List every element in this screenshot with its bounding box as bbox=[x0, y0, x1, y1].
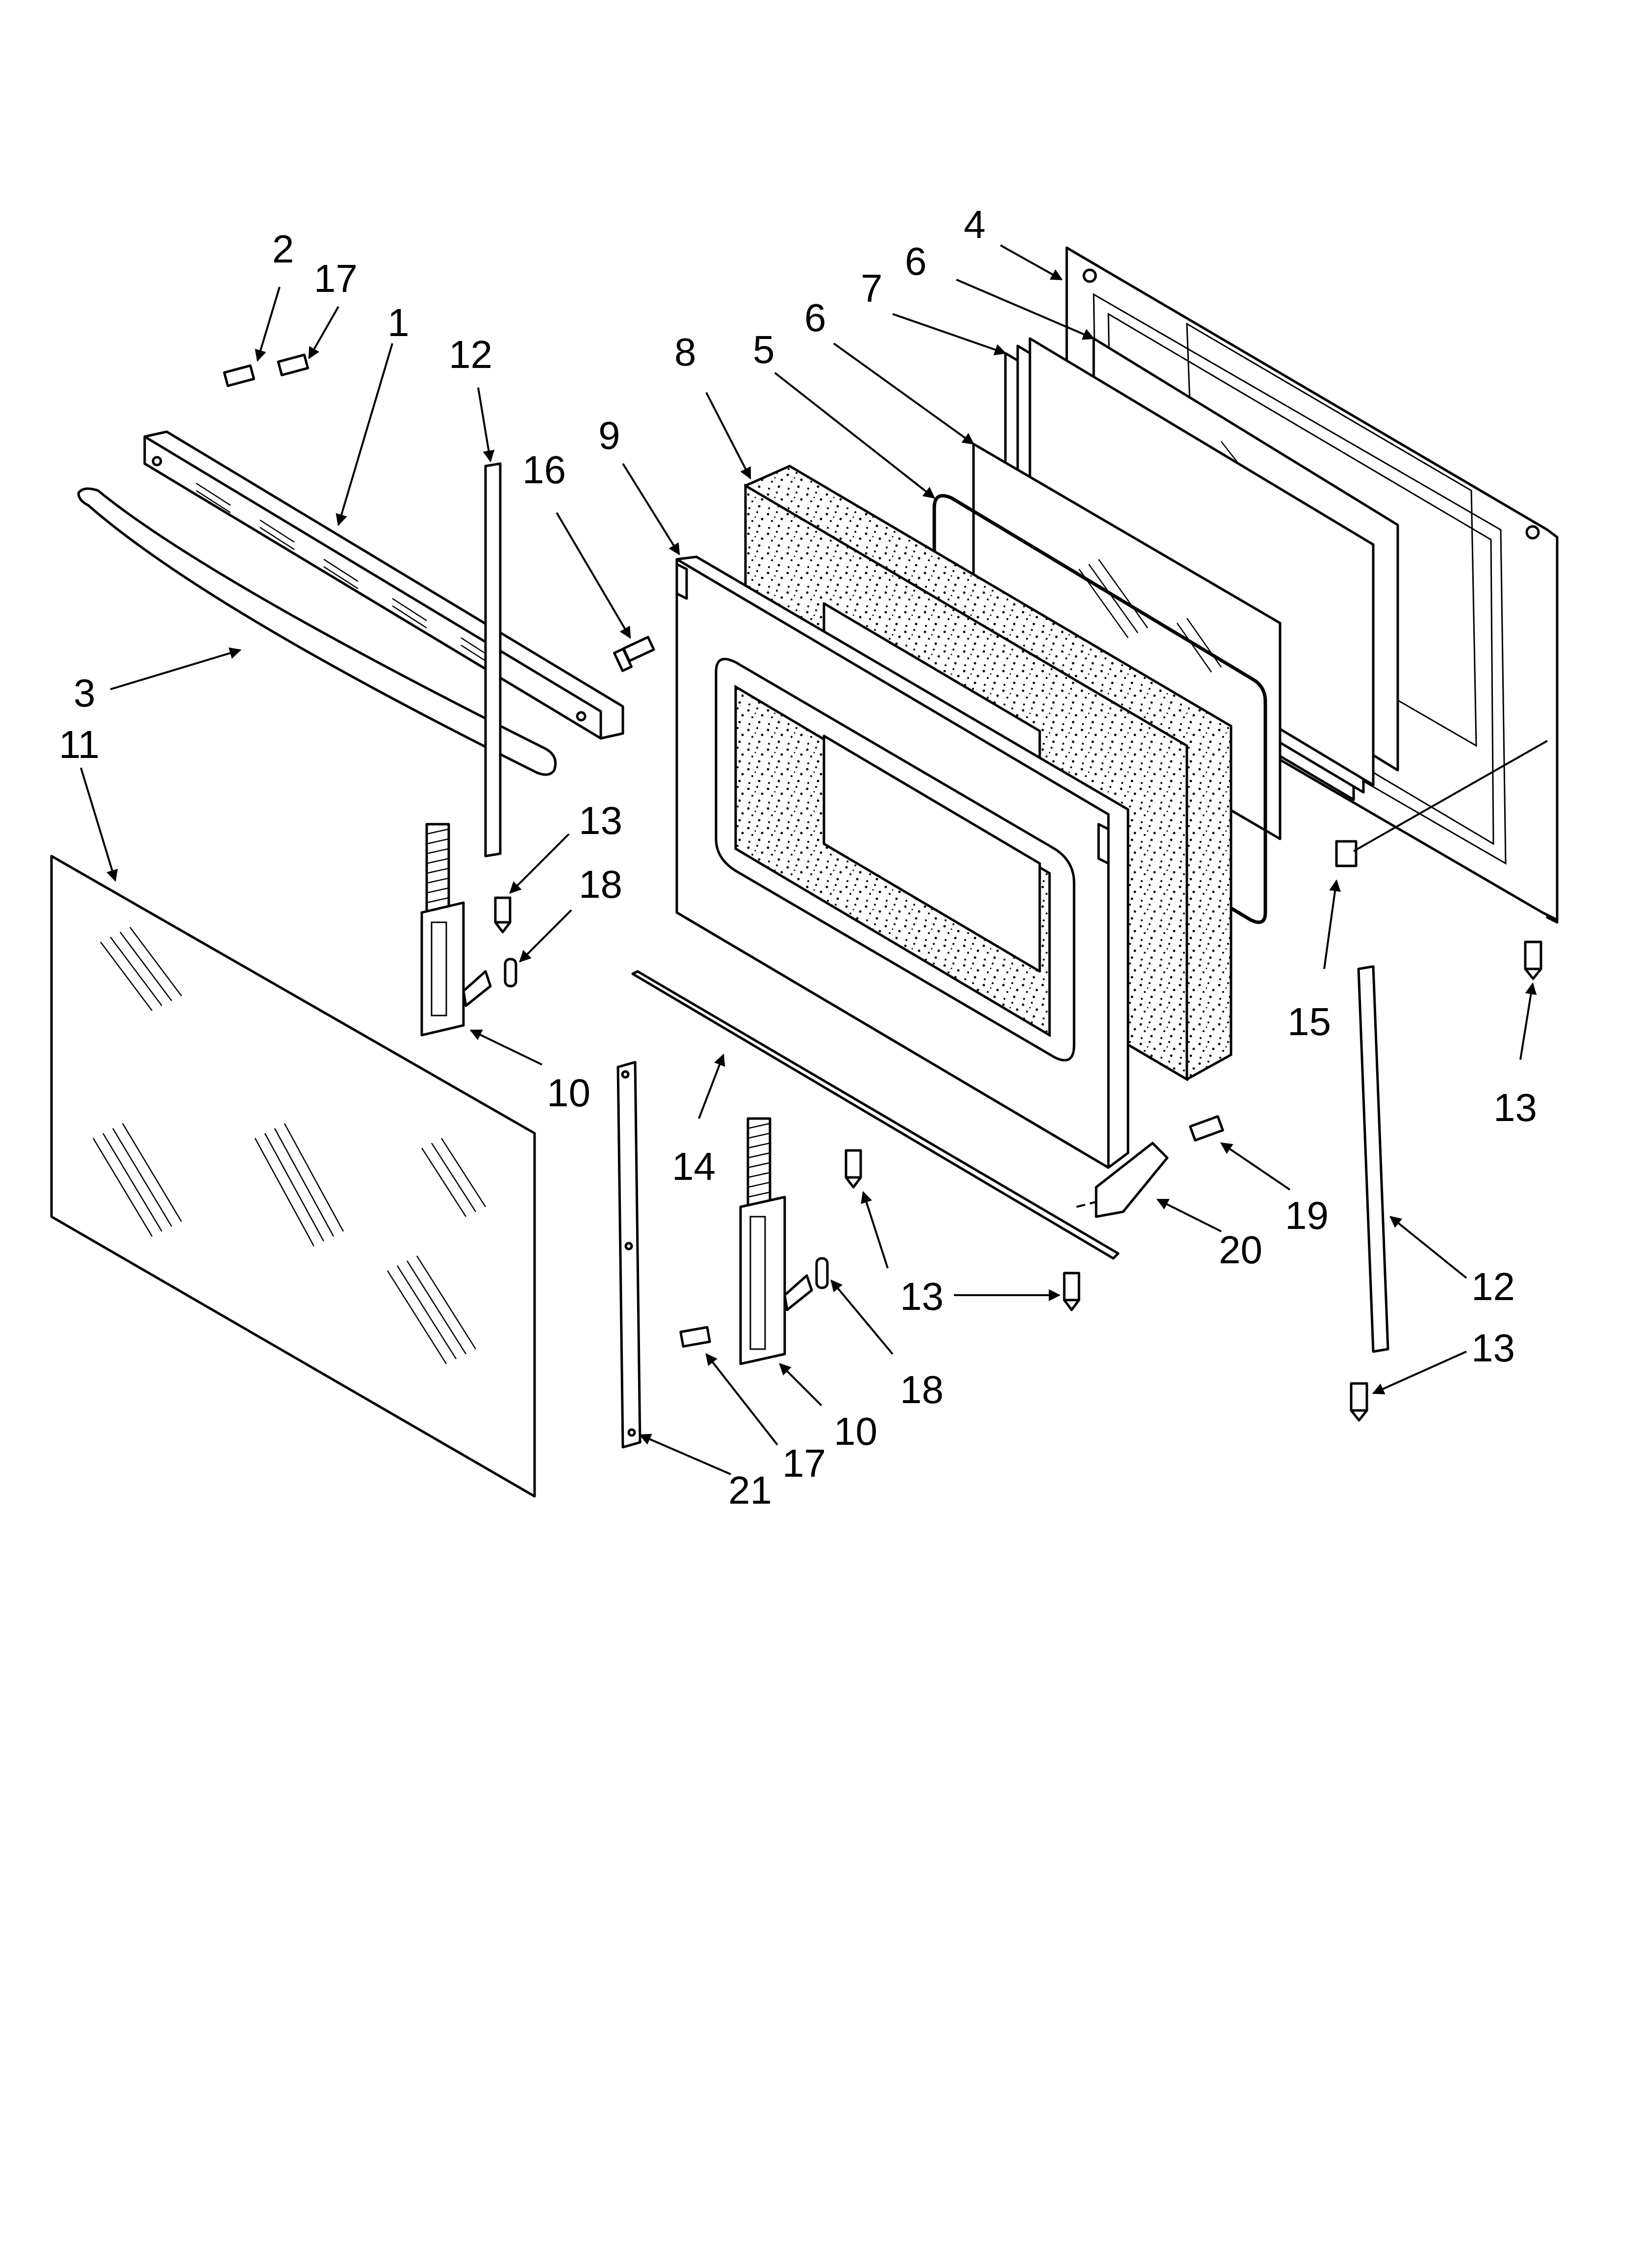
outer-door-glass bbox=[50, 855, 536, 1498]
callout-5: 5 bbox=[753, 328, 775, 371]
leader-10b bbox=[779, 1363, 822, 1407]
callout-15: 15 bbox=[1287, 1000, 1331, 1043]
callout-13: 13 bbox=[1493, 1086, 1537, 1129]
door-bottom-rod bbox=[631, 970, 1120, 1260]
callout-19: 19 bbox=[1285, 1194, 1329, 1237]
door-channel-right bbox=[1357, 965, 1389, 1353]
leader-8 bbox=[705, 392, 751, 480]
callout-21: 21 bbox=[728, 1468, 772, 1512]
door-bracket bbox=[616, 1061, 641, 1449]
leader-12b bbox=[1389, 1216, 1467, 1279]
leader-17b bbox=[705, 1353, 778, 1446]
callout-17: 17 bbox=[314, 257, 358, 300]
leader-14 bbox=[698, 1053, 725, 1119]
screw-17-bottom bbox=[679, 1326, 711, 1348]
leader-3 bbox=[110, 647, 242, 690]
hinge-left bbox=[420, 823, 492, 1037]
screw-16 bbox=[613, 636, 655, 672]
callout-4: 4 bbox=[964, 203, 986, 246]
leader-13b bbox=[1519, 982, 1537, 1060]
screw-13-right-bottom bbox=[1350, 1382, 1368, 1422]
callout-10: 10 bbox=[547, 1071, 590, 1115]
inner-door-liner bbox=[675, 555, 1129, 1169]
leader-18a bbox=[519, 909, 572, 963]
callouts: 2 17 1 12 16 9 8 5 6 7 6 4 3 11 13 18 10… bbox=[59, 203, 1537, 1512]
callout-2: 2 bbox=[272, 227, 294, 271]
leader-21 bbox=[639, 1434, 731, 1475]
leader-6a bbox=[833, 342, 975, 445]
leader-9 bbox=[622, 463, 680, 556]
callout-14: 14 bbox=[672, 1145, 716, 1188]
screw-2 bbox=[223, 364, 256, 388]
shim-18-right bbox=[815, 1257, 829, 1289]
callout-13: 13 bbox=[579, 799, 622, 842]
leader-13c-a bbox=[861, 1191, 889, 1269]
callout-3: 3 bbox=[74, 671, 96, 715]
callout-11: 11 bbox=[59, 723, 100, 766]
callout-16: 16 bbox=[522, 448, 566, 492]
leader-13a bbox=[509, 833, 570, 894]
leader-10a bbox=[469, 1029, 542, 1066]
door-handle bbox=[77, 487, 557, 776]
callout-13: 13 bbox=[1471, 1326, 1515, 1370]
leader-2 bbox=[255, 287, 281, 362]
leader-1 bbox=[335, 343, 393, 526]
leader-6b bbox=[956, 279, 1095, 340]
callout-12: 12 bbox=[449, 333, 492, 376]
screw-13-right-top bbox=[1524, 940, 1542, 980]
callout-6: 6 bbox=[905, 239, 927, 283]
leader-18b bbox=[830, 1279, 894, 1355]
leader-12a bbox=[477, 387, 495, 463]
leader-4 bbox=[1000, 244, 1063, 281]
callout-18: 18 bbox=[579, 862, 622, 906]
screw-19 bbox=[1189, 1115, 1224, 1142]
screw-13-center-a bbox=[845, 1149, 862, 1189]
callout-6: 6 bbox=[804, 296, 826, 339]
leader-20 bbox=[1156, 1199, 1222, 1232]
callout-9: 9 bbox=[598, 414, 620, 457]
callout-13: 13 bbox=[900, 1275, 944, 1318]
leader-7 bbox=[892, 313, 1007, 356]
leader-5 bbox=[774, 372, 935, 499]
hinge-right bbox=[739, 1117, 813, 1365]
screw-13-center-b bbox=[1063, 1272, 1080, 1311]
leader-lines bbox=[80, 244, 1548, 1475]
callout-20: 20 bbox=[1219, 1228, 1262, 1272]
leader-11 bbox=[80, 767, 118, 882]
leader-17a bbox=[308, 306, 339, 360]
screw-13-left bbox=[494, 896, 512, 934]
callout-1: 1 bbox=[387, 301, 410, 344]
leader-19 bbox=[1220, 1142, 1291, 1191]
callout-8: 8 bbox=[674, 330, 696, 374]
leader-15 bbox=[1323, 879, 1341, 969]
hinge-bracket-20 bbox=[1095, 1142, 1169, 1218]
callout-7: 7 bbox=[861, 266, 883, 310]
screw-17-top bbox=[277, 353, 309, 377]
shim-18-left bbox=[504, 958, 517, 988]
callout-12: 12 bbox=[1471, 1265, 1515, 1308]
callout-10: 10 bbox=[834, 1409, 877, 1453]
door-channel-left bbox=[484, 462, 502, 858]
clip-15 bbox=[1335, 840, 1358, 867]
callout-18: 18 bbox=[900, 1368, 944, 1411]
callout-17: 17 bbox=[782, 1441, 826, 1485]
leader-16 bbox=[556, 512, 631, 639]
leader-13d bbox=[1372, 1351, 1467, 1395]
